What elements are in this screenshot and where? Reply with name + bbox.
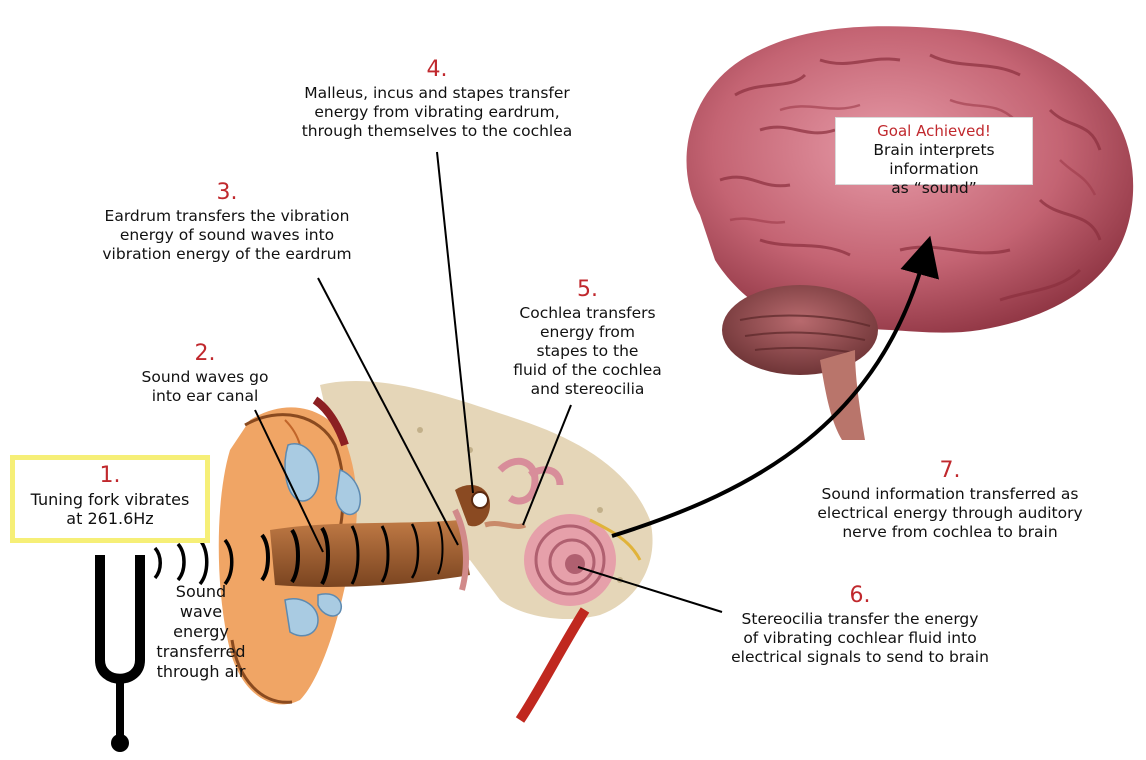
step-6-line-3: electrical signals to send to brain	[690, 648, 1030, 667]
brain-image	[687, 26, 1134, 440]
goal-line-2: as “sound”	[836, 179, 1032, 198]
step-7-label: 7. Sound information transferred as elec…	[780, 459, 1120, 542]
step-7-line-1: Sound information transferred as	[780, 485, 1120, 504]
step-5-label: 5. Cochlea transfers energy from stapes …	[490, 278, 685, 399]
step-5-line-5: and stereocilia	[490, 380, 685, 399]
step-6-label: 6. Stereocilia transfer the energy of vi…	[690, 584, 1030, 667]
step-1-number: 1.	[15, 464, 205, 488]
air-note-line-5: through air	[146, 662, 256, 682]
step-1-line-1: Tuning fork vibrates	[15, 490, 205, 509]
step-7-line-2: electrical energy through auditory	[780, 504, 1120, 523]
step-5-line-2: energy from	[490, 323, 685, 342]
step-6-line-1: Stereocilia transfer the energy	[690, 610, 1030, 629]
step-4-line-2: energy from vibrating eardrum,	[262, 103, 612, 122]
step-3-line-1: Eardrum transfers the vibration	[62, 207, 392, 226]
tuning-fork-image	[100, 555, 140, 752]
step-2-number: 2.	[95, 342, 315, 366]
step-6-line-2: of vibrating cochlear fluid into	[690, 629, 1030, 648]
step-5-line-4: fluid of the cochlea	[490, 361, 685, 380]
step-3-line-2: energy of sound waves into	[62, 226, 392, 245]
step-5-line-1: Cochlea transfers	[490, 304, 685, 323]
step-4-line-3: through themselves to the cochlea	[262, 122, 612, 141]
air-transfer-note: Sound wave energy transferred through ai…	[146, 582, 256, 682]
step-3-number: 3.	[62, 181, 392, 205]
step-4-line-1: Malleus, incus and stapes transfer	[262, 84, 612, 103]
step-1-box: 1. Tuning fork vibrates at 261.6Hz	[10, 455, 210, 543]
step-5-line-3: stapes to the	[490, 342, 685, 361]
air-note-line-4: transferred	[146, 642, 256, 662]
goal-box: Goal Achieved! Brain interprets informat…	[835, 117, 1033, 185]
goal-title: Goal Achieved!	[836, 122, 1032, 141]
step-7-line-3: nerve from cochlea to brain	[780, 523, 1120, 542]
air-note-line-2: wave	[146, 602, 256, 622]
air-note-line-1: Sound	[146, 582, 256, 602]
step-5-number: 5.	[490, 278, 685, 302]
step-2-line-2: into ear canal	[95, 387, 315, 406]
step-2-line-1: Sound waves go	[95, 368, 315, 387]
step-3-label: 3. Eardrum transfers the vibration energ…	[62, 181, 392, 264]
step-1-line-2: at 261.6Hz	[15, 509, 205, 528]
step-6-number: 6.	[690, 584, 1030, 608]
air-note-line-3: energy	[146, 622, 256, 642]
step-7-number: 7.	[780, 459, 1120, 483]
step-4-number: 4.	[262, 58, 612, 82]
ear-anatomy-image	[219, 381, 653, 720]
step-3-line-3: vibration energy of the eardrum	[62, 245, 392, 264]
step-2-label: 2. Sound waves go into ear canal	[95, 342, 315, 406]
step-4-label: 4. Malleus, incus and stapes transfer en…	[262, 58, 612, 141]
goal-line-1: Brain interprets information	[836, 141, 1032, 179]
